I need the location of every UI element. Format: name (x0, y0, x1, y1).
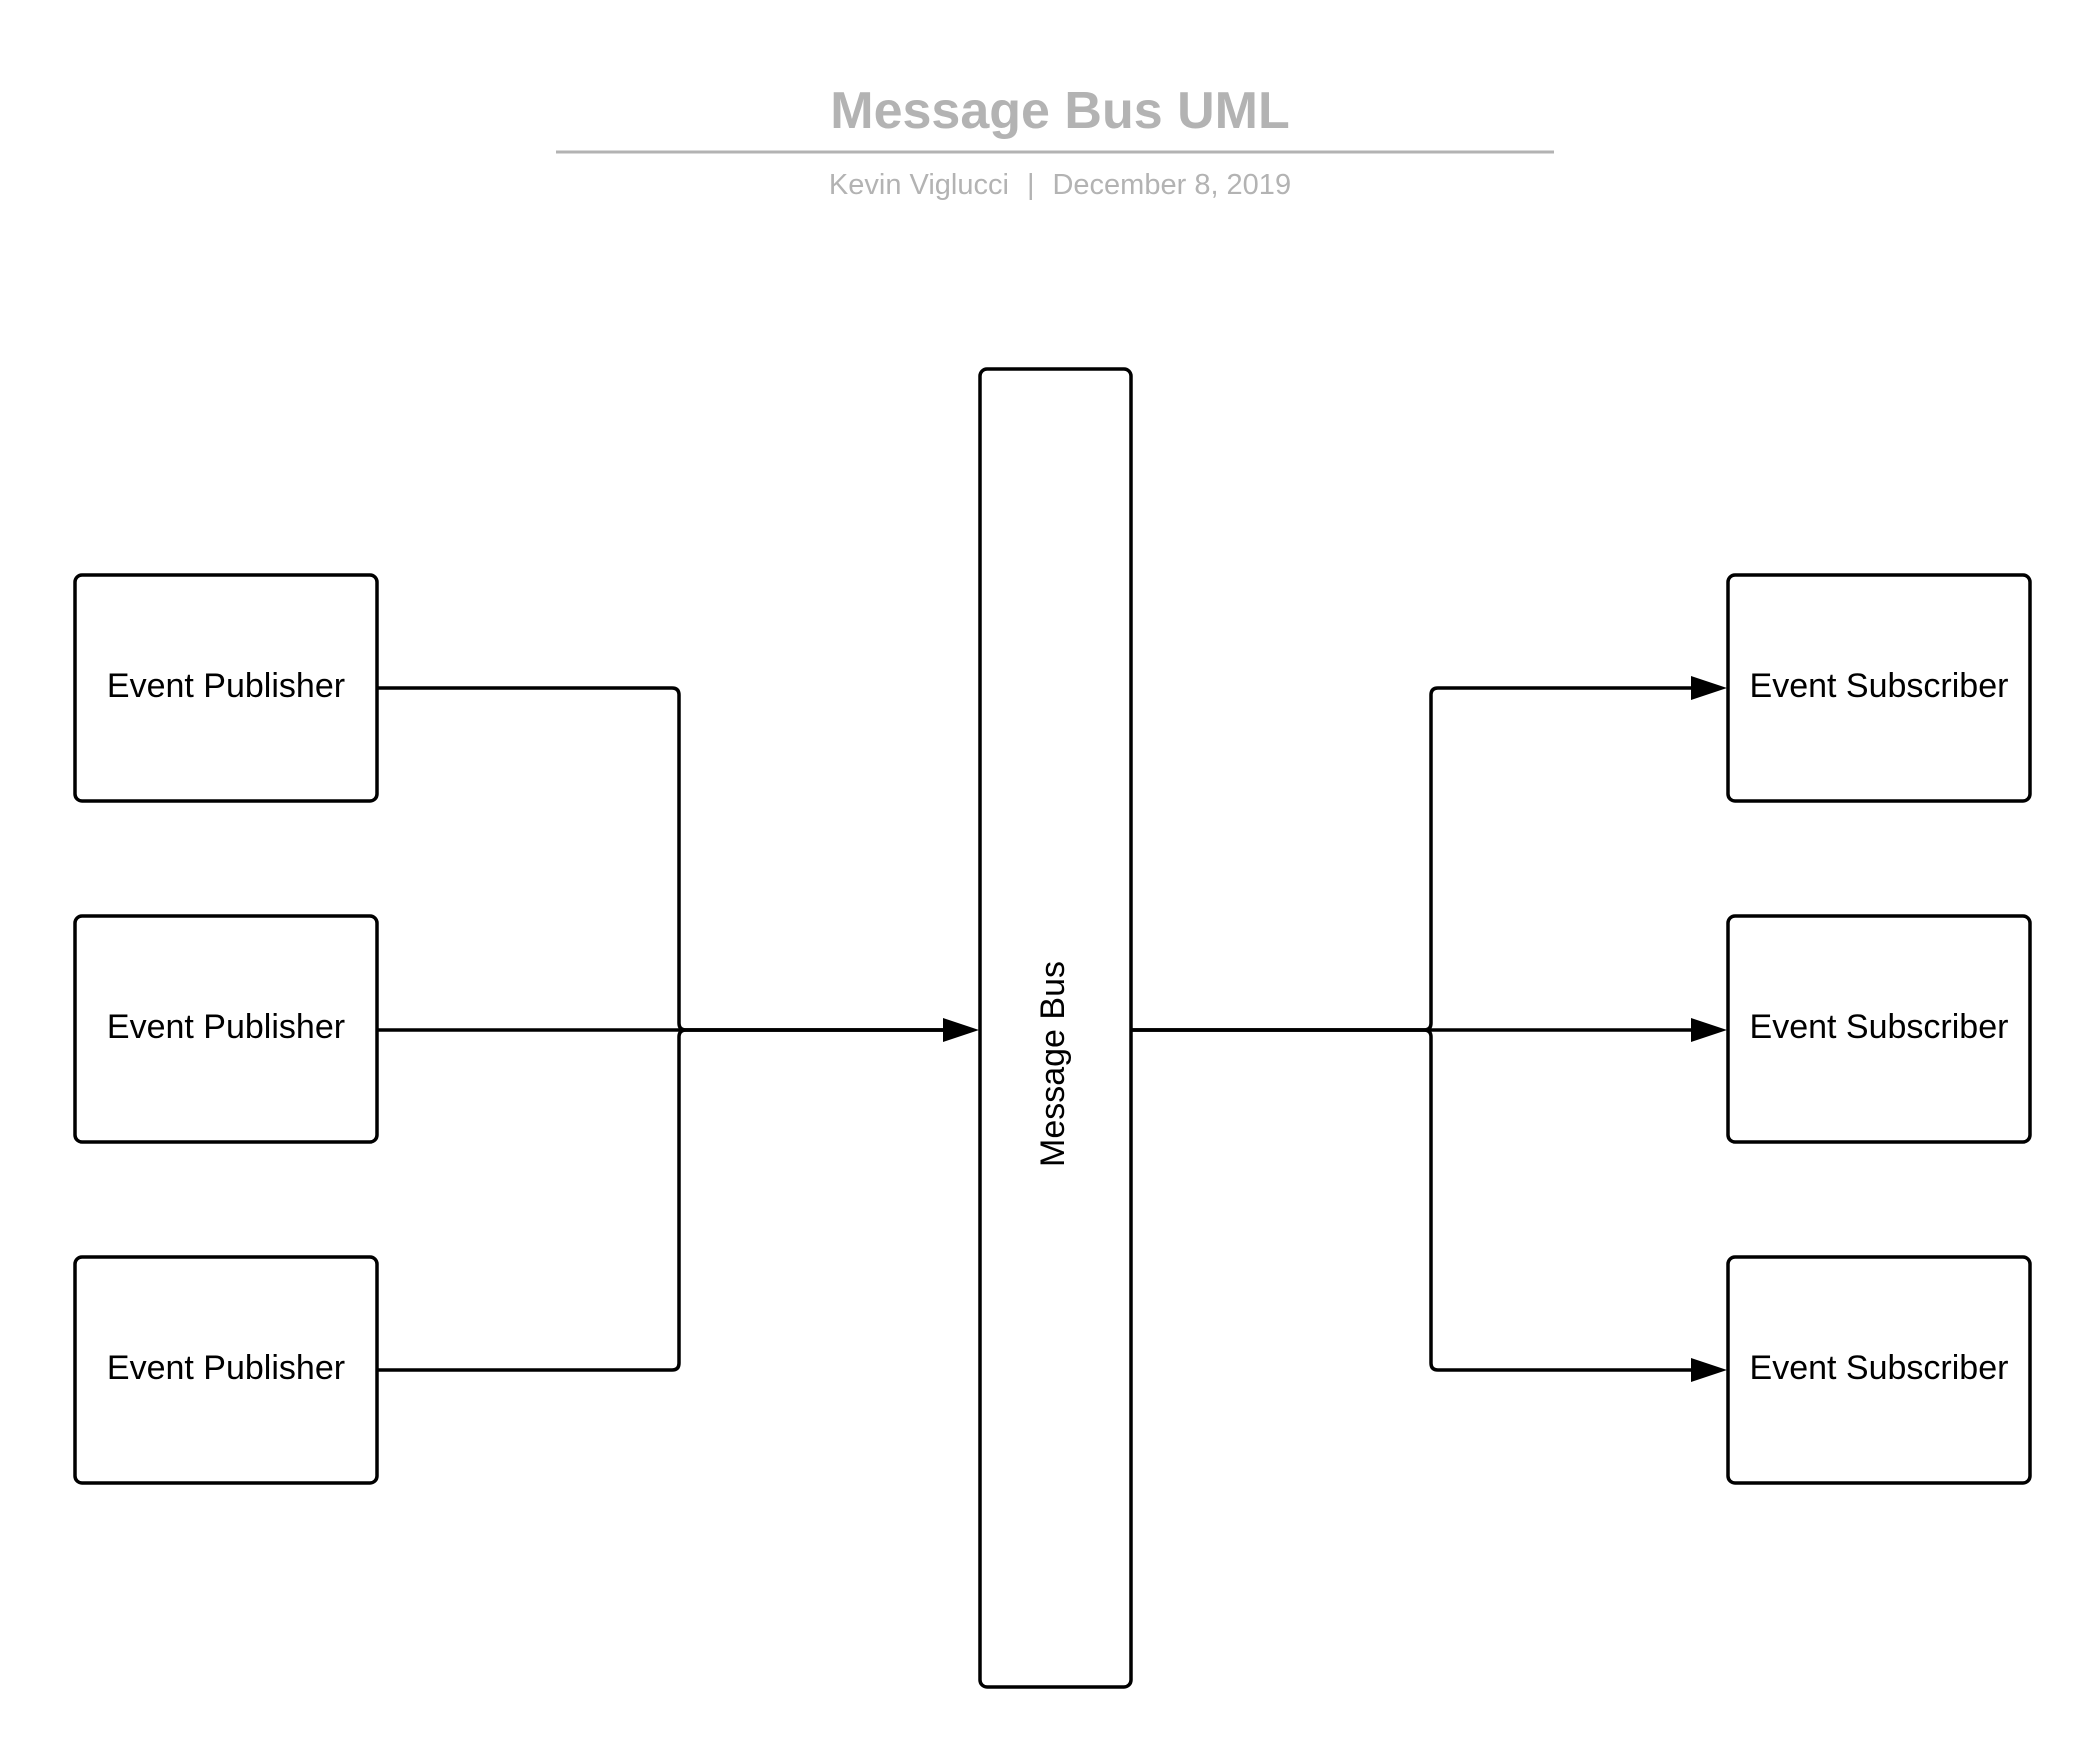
subscriber-box (1726, 573, 2032, 803)
subscriber-node-1: Event Subscriber (1726, 573, 2032, 803)
publisher-node-3: Event Publisher (73, 1255, 379, 1485)
publisher-node-1: Event Publisher (73, 573, 379, 803)
publisher-1-connector (378, 686, 946, 1032)
publisher-label: Event Publisher (107, 1008, 345, 1046)
publisher-box (73, 573, 379, 803)
publisher-box (73, 914, 379, 1144)
subscriber-1-arrowhead (1691, 676, 1727, 700)
subscriber-label: Event Subscriber (1750, 667, 2009, 705)
subtitle-separator: | (1027, 169, 1035, 201)
author-name: Kevin Viglucci (829, 169, 1009, 201)
diagram-title: Message Bus UML (830, 82, 1289, 140)
subscriber-node-3: Event Subscriber (1726, 1255, 2032, 1485)
subscriber-2-arrowhead (1691, 1018, 1727, 1042)
message-bus-box (978, 367, 1133, 1689)
diagram-date: December 8, 2019 (1052, 169, 1291, 201)
subscriber-1-connector (1131, 686, 1694, 1032)
publisher-box (73, 1255, 379, 1485)
subscriber-box (1726, 914, 2032, 1144)
diagram-subtitle: Kevin Viglucci | December 8, 2019 (829, 169, 1291, 201)
publisher-node-2: Event Publisher (73, 914, 379, 1144)
publisher-label: Event Publisher (107, 667, 345, 705)
subscriber-3-connector (1131, 1028, 1694, 1372)
subscriber-node-2: Event Subscriber (1726, 914, 2032, 1144)
message-bus-label: Message Bus (1034, 961, 1072, 1167)
publisher-label: Event Publisher (107, 1349, 345, 1387)
subscriber-box (1726, 1255, 2032, 1485)
subscriber-label: Event Subscriber (1750, 1008, 2009, 1046)
subscriber-label: Event Subscriber (1750, 1349, 2009, 1387)
message-bus-node: Message Bus (978, 367, 1133, 1689)
publisher-3-connector (378, 1028, 946, 1372)
subscriber-3-arrowhead (1691, 1358, 1727, 1382)
bus-input-arrowhead (943, 1018, 979, 1042)
